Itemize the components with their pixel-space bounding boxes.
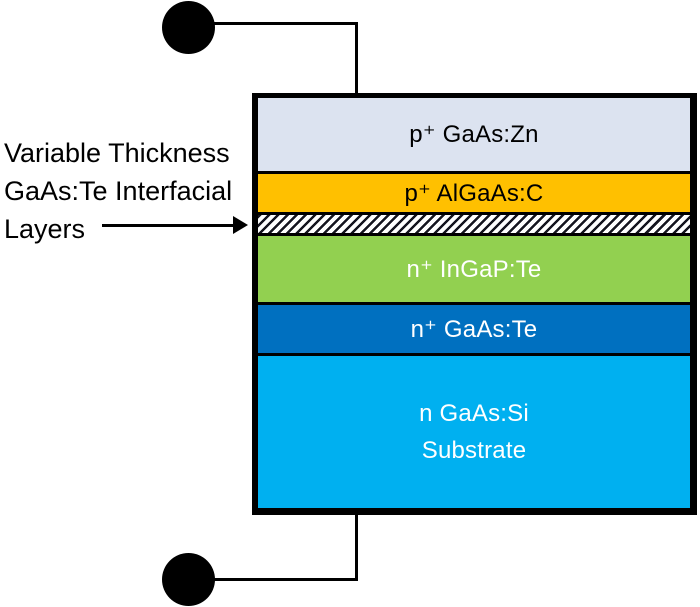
annotation-line-2: GaAs:Te Interfacial xyxy=(4,176,233,206)
bottom-contact-terminal-icon xyxy=(162,553,215,606)
layer-gaas-te-interfacial-hatched xyxy=(258,215,690,233)
top-contact-terminal-icon xyxy=(162,1,215,54)
layer-p-gaas-zn: p⁺ GaAs:Zn xyxy=(258,98,690,171)
layer-n-gaas-si-substrate: n GaAs:Si Substrate xyxy=(258,356,690,508)
annotation-arrow-line xyxy=(102,224,236,227)
layer-stack: p⁺ GaAs:Zn p⁺ AlGaAs:C n⁺ InGaP:Te n⁺ Ga… xyxy=(252,93,697,515)
bottom-contact-wire-horizontal xyxy=(212,578,358,581)
substrate-label-line-1: n GaAs:Si xyxy=(419,400,529,427)
layer-n-ingap-te: n⁺ InGaP:Te xyxy=(258,236,690,302)
annotation-line-3: Layers xyxy=(4,214,86,244)
layer-p-algaas-c: p⁺ AlGaAs:C xyxy=(258,174,690,212)
top-contact-wire-vertical xyxy=(355,22,358,95)
interfacial-layer-annotation: Variable Thickness GaAs:Te Interfacial L… xyxy=(4,134,254,248)
top-contact-wire-horizontal xyxy=(212,22,358,25)
annotation-line-1: Variable Thickness xyxy=(4,138,230,168)
substrate-label-line-2: Substrate xyxy=(421,437,527,464)
bottom-contact-wire-vertical xyxy=(355,513,358,581)
layer-n-gaas-te: n⁺ GaAs:Te xyxy=(258,305,690,353)
annotation-arrow-head-icon xyxy=(233,216,248,234)
